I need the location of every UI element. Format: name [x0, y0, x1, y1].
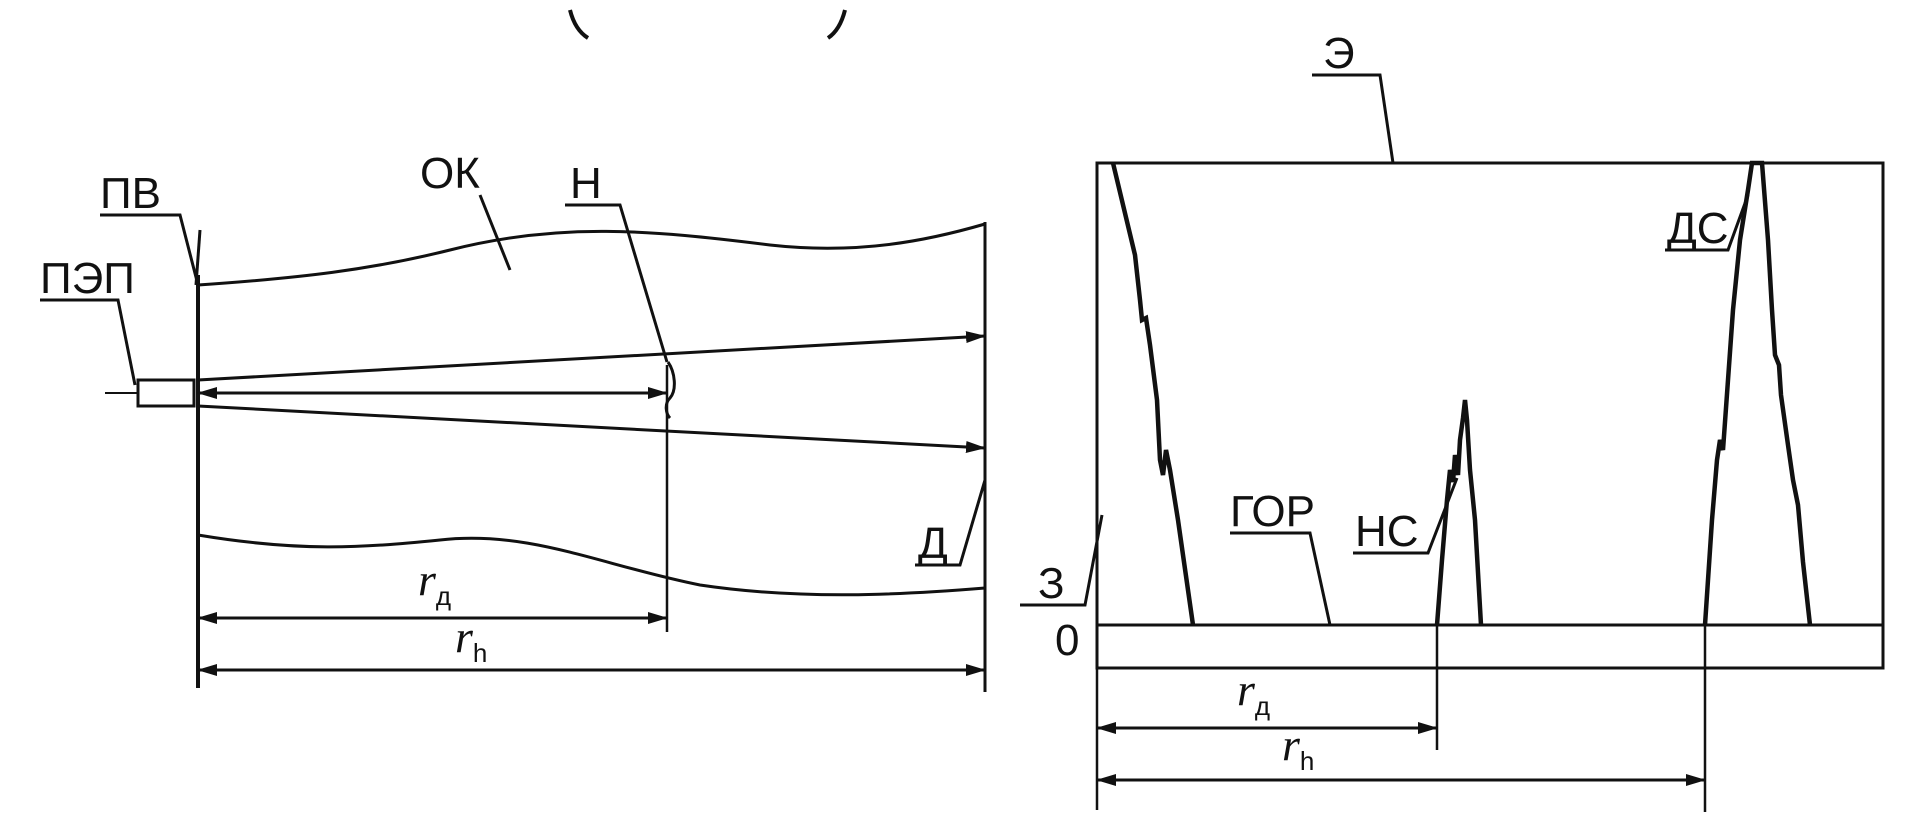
dim-label-rh: rh: [455, 611, 487, 668]
screen-dim-symbol-rh: r: [1282, 719, 1301, 770]
leader-ds: [1665, 194, 1750, 252]
beam-upper: [197, 331, 986, 382]
leader-pv: [100, 213, 200, 286]
left-diagram: ПЭП ПВ ОК Н Д rд rh: [40, 149, 987, 692]
leader-d: [915, 479, 987, 567]
defect-signal-pulse: [1434, 399, 1484, 626]
screen-dim-symbol-rd: r: [1237, 664, 1256, 715]
leader-z: [1020, 514, 1104, 607]
right-diagram: Э ДС ГОР НС З 0 rд rh: [1020, 29, 1885, 812]
transducer-body: [136, 378, 196, 408]
object-bottom-edge: [197, 533, 986, 597]
label-gor: ГОР: [1230, 487, 1315, 536]
label-n: Н: [570, 159, 602, 208]
dim-sub-rh: h: [473, 638, 487, 668]
label-e: Э: [1323, 29, 1355, 78]
label-zero: 0: [1055, 616, 1079, 665]
label-d: Д: [918, 519, 948, 568]
screen-dim-sub-rd: д: [1255, 691, 1270, 721]
dim-label-rd: rд: [418, 554, 451, 611]
label-z: З: [1038, 559, 1065, 608]
label-ns: НС: [1355, 507, 1419, 556]
top-partial-glyph: [568, 9, 847, 40]
screen-dim-sub-rh: h: [1300, 746, 1314, 776]
object-top-edge: [197, 222, 986, 287]
leader-ok: [478, 194, 512, 271]
bottom-signal-pulse: [1702, 160, 1813, 626]
screen-frame: [1095, 161, 1885, 670]
probe-pulse: [1110, 162, 1196, 626]
dim-symbol-rh: r: [455, 611, 474, 662]
label-pep: ПЭП: [40, 254, 135, 303]
label-ds: ДС: [1667, 204, 1729, 253]
screen-dim-label-rd: rд: [1237, 664, 1270, 721]
label-ok: ОК: [420, 149, 480, 198]
leader-e: [1312, 73, 1395, 164]
dim-symbol-rd: r: [418, 554, 437, 605]
leader-pep: [40, 298, 137, 386]
dim-sub-rd: д: [436, 581, 451, 611]
screen-dim-label-rh: rh: [1282, 719, 1314, 776]
leader-gor: [1230, 531, 1332, 626]
defect-mark: [664, 361, 676, 420]
leader-ns: [1353, 477, 1459, 555]
leader-n: [565, 203, 669, 363]
label-pv: ПВ: [100, 169, 161, 218]
beam-lower: [197, 404, 986, 453]
